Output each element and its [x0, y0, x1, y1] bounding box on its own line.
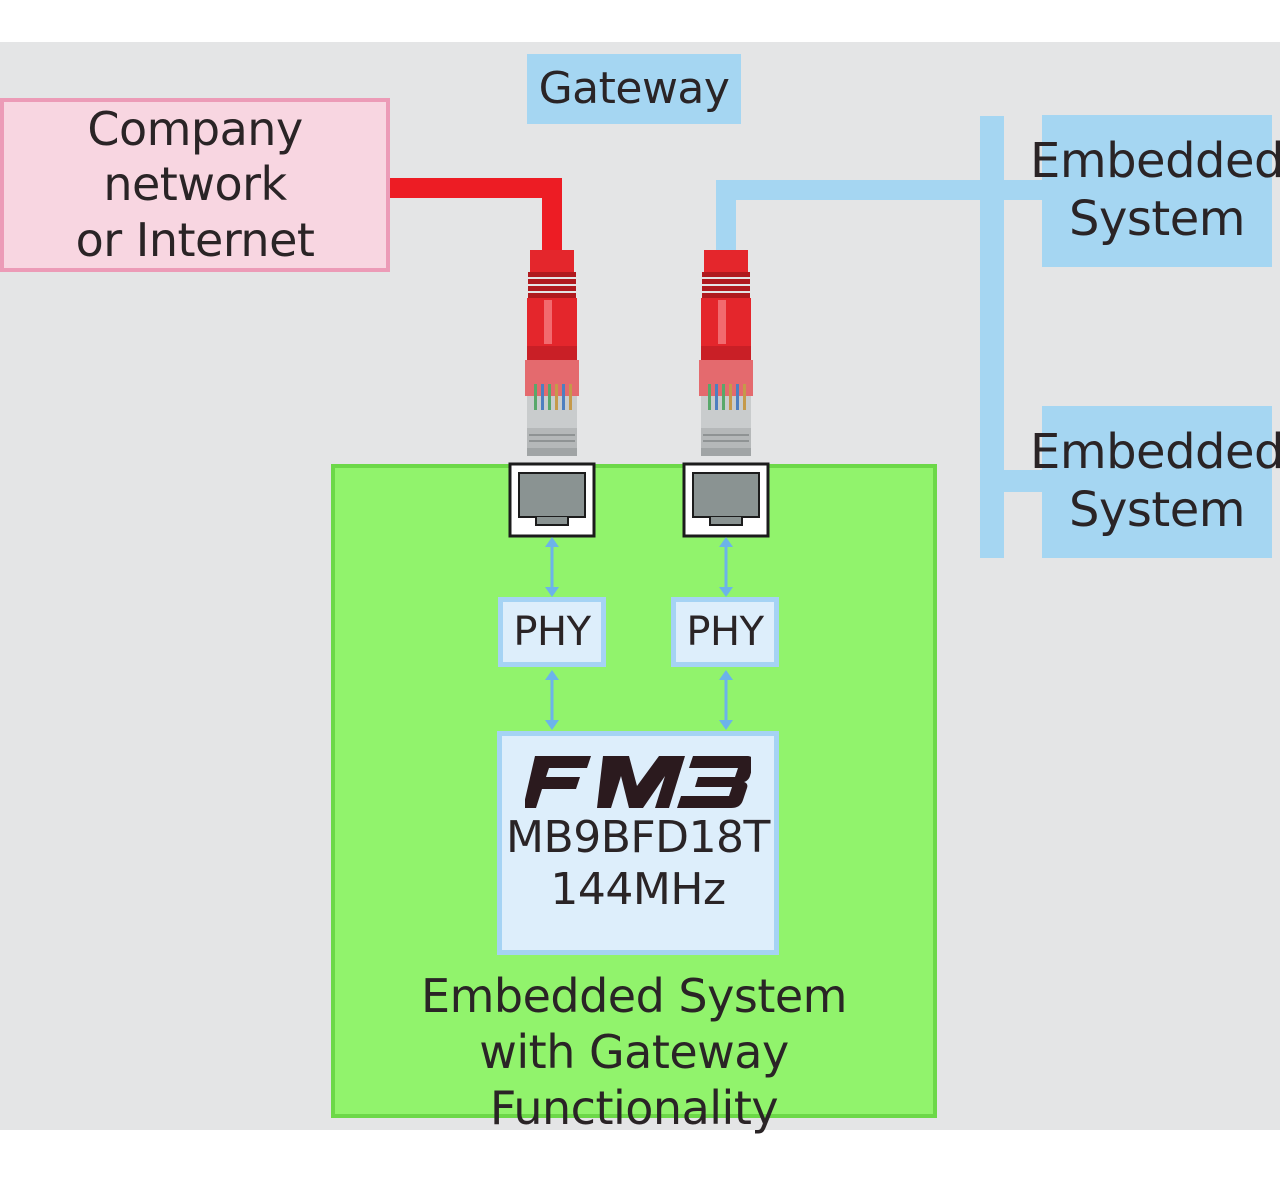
red-cable — [388, 178, 562, 262]
fm3-logo — [525, 756, 751, 808]
blue-cable — [716, 180, 1044, 262]
phy-box: PHY — [498, 597, 606, 667]
embedded-system-line-1: Embedded — [1029, 424, 1280, 481]
bidirectional-arrow-icon — [717, 668, 735, 732]
company-line-1: Company network — [87, 102, 303, 212]
company-line-2: or Internet — [75, 212, 315, 267]
embedded-system-line-2: System — [1069, 482, 1246, 538]
bidirectional-arrow-icon — [543, 535, 561, 599]
gateway-caption-line-2: with Gateway Functionality — [479, 1025, 789, 1136]
gateway-system-caption: Embedded System with Gateway Functionali… — [335, 968, 933, 1136]
ethernet-port-icon — [508, 462, 596, 538]
phy-label: PHY — [513, 608, 591, 655]
mcu-part-number: MB9BFD18T — [506, 812, 770, 863]
gateway-label: Gateway — [527, 54, 741, 124]
embedded-system-line-1: Embedded — [1029, 133, 1280, 190]
mcu-box: MB9BFD18T 144MHz — [497, 731, 779, 955]
bidirectional-arrow-icon — [543, 668, 561, 732]
embedded-system-box: Embedded System — [1030, 406, 1280, 558]
phy-label: PHY — [686, 608, 764, 655]
mcu-frequency: 144MHz — [550, 863, 726, 915]
phy-box: PHY — [671, 597, 779, 667]
embedded-system-box: Embedded System — [1030, 115, 1280, 267]
bus-branch-lower — [980, 470, 1044, 492]
company-network-box: Company network or Internet — [0, 98, 390, 272]
embedded-system-line-2: System — [1069, 191, 1246, 247]
gateway-caption-line-1: Embedded System — [421, 969, 847, 1023]
gateway-title: Gateway — [538, 63, 730, 115]
bidirectional-arrow-icon — [717, 535, 735, 599]
ethernet-port-icon — [682, 462, 770, 538]
